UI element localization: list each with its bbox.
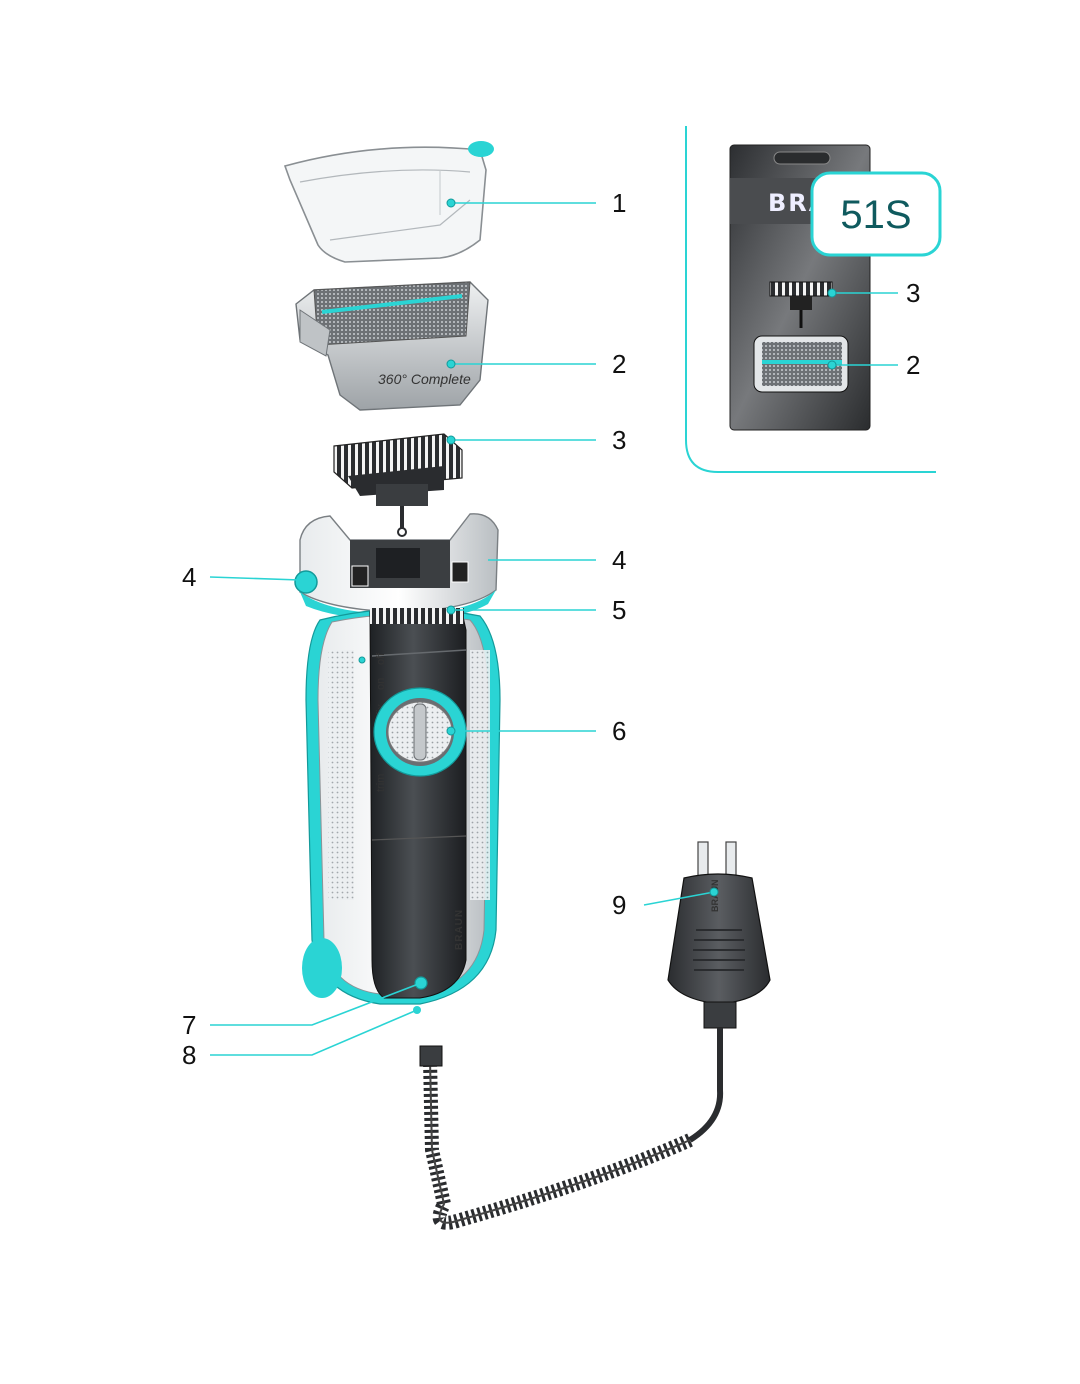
pack-callout-3: 3	[906, 278, 920, 308]
shaver-body: off on fix trim BRAUN	[302, 608, 501, 1014]
callout-4-left: 4	[182, 562, 196, 592]
pack-callout-2: 2	[906, 350, 920, 380]
switch-label-on: on	[375, 678, 387, 690]
callout-6: 6	[612, 716, 626, 746]
protective-cap	[283, 141, 494, 263]
shaver-head	[294, 513, 499, 620]
callout-5: 5	[612, 595, 626, 625]
shaver-brand: BRAUN	[454, 909, 465, 950]
callout-2: 2	[612, 349, 626, 379]
switch-label-trim: trim	[375, 774, 387, 792]
callout-1: 1	[612, 188, 626, 218]
coiled-cord	[419, 1028, 724, 1230]
model-number: 51S	[840, 193, 911, 237]
refill-pack: BRAUN 51S	[729, 144, 942, 431]
foil-frame: 360° Complete	[295, 281, 489, 411]
callout-7: 7	[182, 1010, 196, 1040]
model-badge	[810, 171, 942, 257]
foil-frame-text: 360° Complete	[378, 371, 471, 387]
cutter-block	[333, 433, 463, 537]
switch-label-off: off	[375, 652, 387, 665]
switch-dial[interactable]	[373, 687, 467, 777]
power-plug-icon: BRAUN	[667, 841, 771, 1029]
callout-4-right: 4	[612, 545, 626, 575]
refill-panel-frame	[685, 126, 936, 473]
callout-3: 3	[612, 425, 626, 455]
callout-lines	[209, 202, 898, 1056]
callout-8: 8	[182, 1040, 196, 1070]
trimmer-teeth	[370, 608, 464, 624]
cap-accent	[468, 141, 494, 157]
callout-dots	[446, 198, 837, 897]
foil-accent-strip	[321, 294, 463, 314]
callout-9: 9	[612, 890, 626, 920]
release-button-left	[294, 570, 318, 594]
